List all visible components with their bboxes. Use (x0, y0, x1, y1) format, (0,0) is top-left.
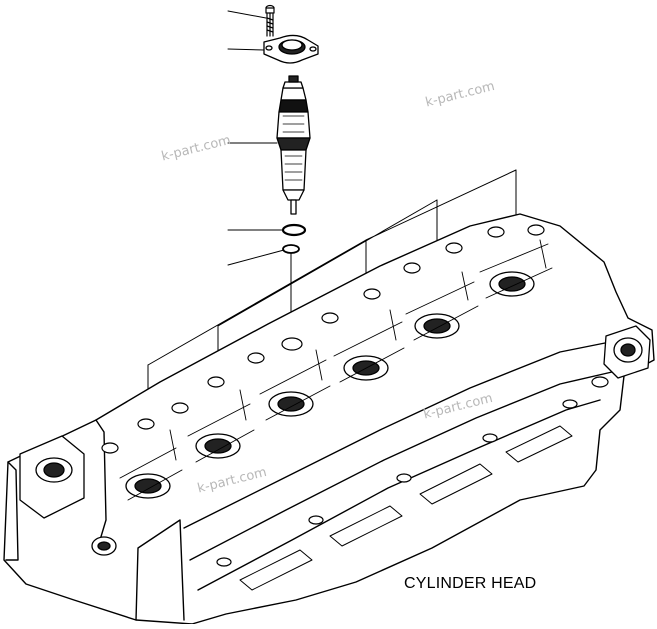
cylinder-head-body (3, 213, 655, 625)
lower-recesses (239, 425, 573, 591)
leader-line-seal-ring (227, 249, 285, 266)
bolt-part (265, 4, 275, 37)
right-port (603, 325, 651, 379)
bolt-bosses (101, 224, 609, 567)
valve-details (119, 239, 553, 501)
diagram-caption: CYLINDER HEAD (404, 575, 537, 592)
seal-ring-part (282, 244, 300, 254)
leader-line-clamp (227, 48, 265, 51)
o-ring-part (281, 223, 307, 237)
end-cover (19, 435, 117, 556)
leader-line-bolt (227, 10, 267, 19)
clamp-part (263, 34, 319, 64)
injector-part (276, 75, 311, 215)
leader-lines (227, 10, 285, 266)
